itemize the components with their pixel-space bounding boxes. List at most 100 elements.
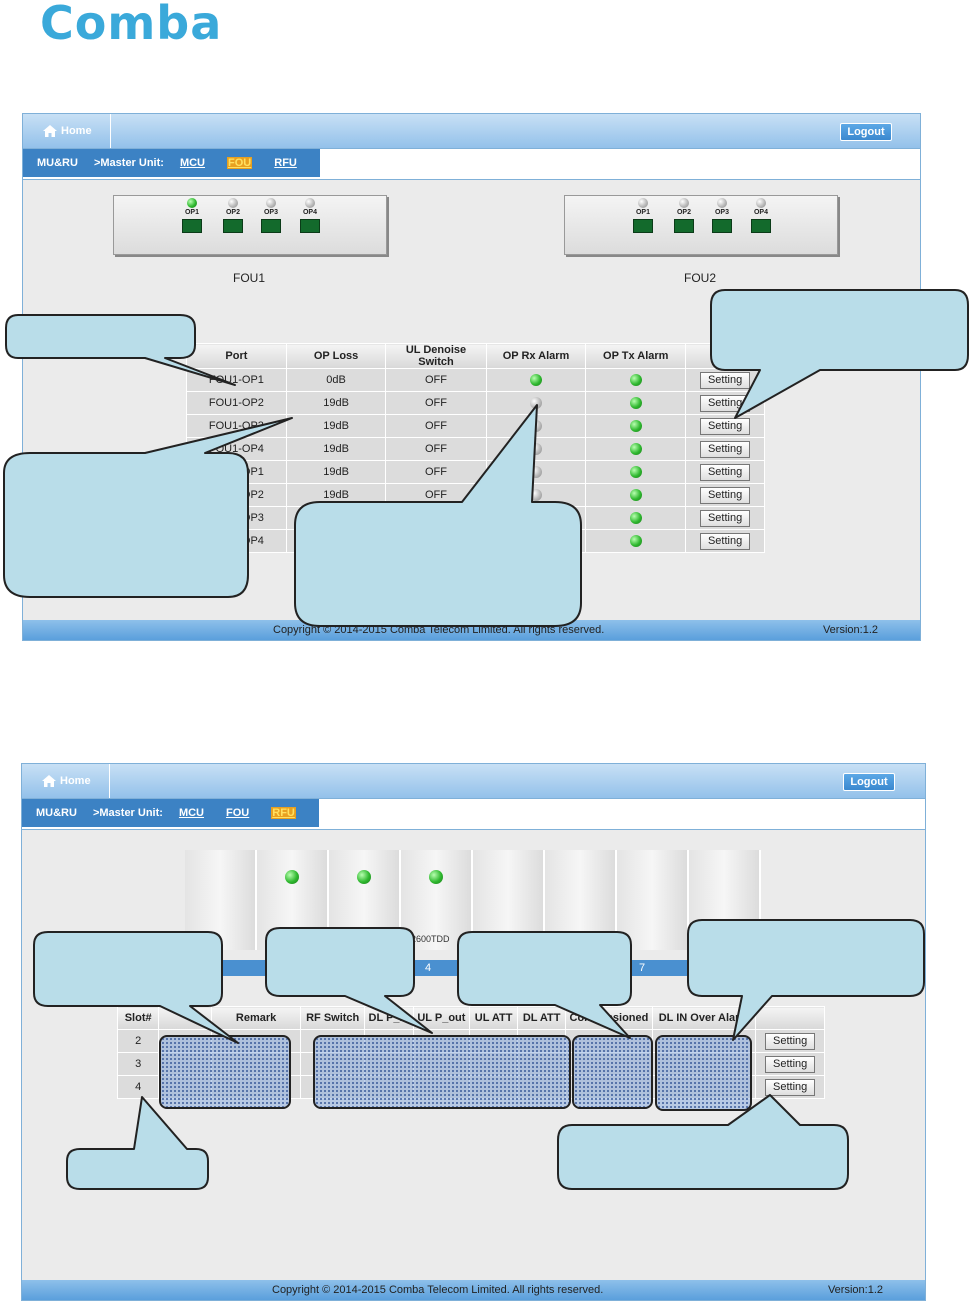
alarm-led-icon [530,466,543,479]
slot-status-led-icon [357,870,371,884]
breadcrumb: MU&RU >Master Unit: MCU FOU RFU [22,799,319,827]
setting-button[interactable]: Setting [765,1032,816,1050]
footer: Copyright © 2014-2015 Comba Telecom Limi… [23,620,920,640]
setting-button[interactable]: Setting [765,1078,816,1096]
op-loss-cell: 0dB [285,368,387,392]
status-led-icon [187,198,197,208]
setting-button[interactable]: Setting [699,486,751,504]
setting-button[interactable]: Setting [699,463,751,481]
nav-link-fou[interactable]: FOU [226,807,250,819]
fou-port: OP1 [632,198,654,233]
alarm-led-icon [530,489,543,502]
alarm-led-icon [629,397,642,410]
rfu-slot[interactable] [185,850,257,950]
table-row: FOU2-OP4 Setting [186,529,765,553]
home-label: Home [60,775,91,787]
column-header: UL Denoise Switch [385,343,487,369]
masked-region [655,1035,752,1111]
fou-port: OP3 [260,198,282,233]
setting-button[interactable]: Setting [699,371,751,389]
op-loss-cell [285,506,387,530]
op-loss-cell: 19dB [285,414,387,438]
alarm-led-icon [629,374,642,387]
nav-root: MU&RU [37,157,78,169]
rfu-slot[interactable] [473,850,545,950]
port-label: OP2 [676,209,691,216]
port-cell: FOU2-OP4 [186,529,287,553]
setting-button[interactable]: Setting [699,394,751,412]
home-button[interactable]: Home [23,114,111,148]
op-loss-cell: 19dB [285,483,387,507]
alarm-led-icon [530,397,543,410]
port-label: OP1 [184,209,199,216]
denoise-cell: OFF [385,437,487,461]
column-header [158,1006,212,1030]
setting-button[interactable]: Setting [699,417,751,435]
alarm-led-icon [629,443,642,456]
setting-button[interactable]: Setting [699,440,751,458]
rfu-slot[interactable] [329,850,401,950]
column-header: UL P_out [412,1006,471,1030]
sfp-port-icon [674,219,694,233]
alarm-led-icon [629,466,642,479]
action-cell: Setting [755,1075,825,1099]
rx-alarm-cell [485,437,587,461]
status-led-icon [756,198,766,208]
sfp-port-icon [223,219,243,233]
column-header [685,343,765,369]
column-header: Remark [210,1006,302,1030]
rx-alarm-cell [485,368,587,392]
column-header: UL ATT [469,1006,519,1030]
status-led-icon [228,198,238,208]
rfu-slot[interactable] [257,850,329,950]
fou-port: OP2 [673,198,695,233]
action-cell: Setting [685,506,765,530]
home-button[interactable]: Home [22,764,110,798]
comba-logo: Comba [40,0,223,50]
sfp-port-icon [182,219,202,233]
action-cell: Setting [685,483,765,507]
rfu-slot[interactable] [617,850,689,950]
fou-port: OP4 [299,198,321,233]
tx-alarm-cell [585,460,687,484]
nav-link-rfu[interactable]: RFU [271,807,296,819]
nav-link-mcu[interactable]: MCU [179,157,206,169]
setting-button[interactable]: Setting [699,509,751,527]
fou-port: OP3 [711,198,733,233]
port-label: OP3 [263,209,278,216]
sfp-port-icon [261,219,281,233]
port-label: OP2 [225,209,240,216]
footer-version: Version:1.2 [822,624,878,636]
column-header: Commissioned [565,1006,653,1030]
setting-button[interactable]: Setting [699,532,751,550]
alarm-led-icon [530,374,543,387]
nav-bar: MU&RU >Master Unit: MCU FOU RFU [22,799,925,827]
fou-unit-panel: OP1 OP2 OP3 OP4 [564,195,838,255]
nav-link-mcu[interactable]: MCU [178,807,205,819]
column-header: DL ATT [517,1006,567,1030]
logout-button[interactable]: Logout [840,123,892,141]
nav-link-rfu[interactable]: RFU [274,157,297,169]
footer-copyright: Copyright © 2014-2015 Comba Telecom Limi… [273,624,605,636]
rfu-slot[interactable] [689,850,761,950]
fou-unit-panel: OP1 OP2 OP3 OP4 [113,195,387,255]
logout-button[interactable]: Logout [843,773,895,791]
nav-master-unit: >Master Unit: [92,807,163,819]
port-cell: FOU2-OP2 [186,483,287,507]
denoise-cell: OFF [385,368,487,392]
op-loss-cell: 19dB [285,460,387,484]
rfu-slot[interactable] [545,850,617,950]
nav-link-fou[interactable]: FOU [227,157,253,169]
port-label: OP4 [302,209,317,216]
setting-button[interactable]: Setting [765,1055,816,1073]
port-label: OP3 [714,209,729,216]
rx-alarm-cell [485,414,587,438]
column-header: OP Rx Alarm [485,343,587,369]
masked-region [572,1035,653,1109]
slot-status-led-icon [429,870,443,884]
port-label: OP4 [753,209,768,216]
tx-alarm-cell [585,391,687,415]
